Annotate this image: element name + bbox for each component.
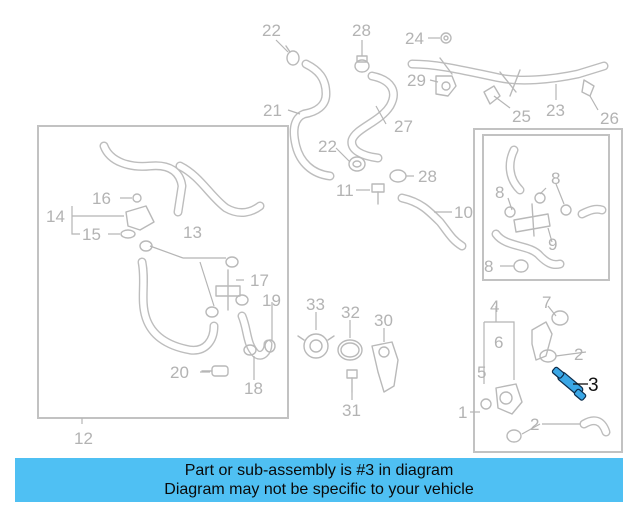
- inner-hose: [491, 145, 607, 269]
- hose-upper-left: [99, 141, 265, 217]
- clamp-8c: [513, 259, 529, 273]
- callout-26: 26: [600, 109, 619, 128]
- clamp-18: [243, 344, 257, 356]
- callout-31: 31: [342, 401, 361, 420]
- callout-28-mid: 28: [418, 167, 437, 186]
- clamp-2-lower: [506, 429, 522, 443]
- callout-29: 29: [407, 71, 426, 90]
- callout-15: 15: [82, 225, 101, 244]
- fitting-29: [435, 75, 457, 97]
- callout-21: 21: [263, 101, 282, 120]
- housing-30: [371, 341, 399, 393]
- callout-8-b: 8: [551, 169, 560, 188]
- callout-16: 16: [92, 189, 111, 208]
- bolt-11: [371, 183, 385, 205]
- callout-4: 4: [490, 297, 499, 316]
- callout-7: 7: [542, 293, 551, 312]
- callout-10: 10: [454, 203, 473, 222]
- hose-lower-left: [137, 257, 219, 355]
- callout-8-c: 8: [484, 257, 493, 276]
- callout-23: 23: [546, 101, 565, 120]
- clamp-22-mid: [348, 156, 366, 172]
- clamp-28-top: [354, 55, 370, 73]
- callout-25: 25: [512, 107, 531, 126]
- left-assembly-box: [37, 125, 289, 419]
- hose-19: [237, 311, 273, 360]
- callout-numbers: 22 28 24 29 25 23 26 21 27 22 11 28 10 1…: [46, 21, 619, 448]
- callout-22-mid: 22: [318, 137, 337, 156]
- callout-13: 13: [183, 223, 202, 242]
- callout-24: 24: [405, 29, 424, 48]
- clip-20: [201, 365, 229, 377]
- bolt-31: [346, 369, 358, 393]
- callout-14: 14: [46, 207, 65, 226]
- oring-32: [337, 339, 363, 361]
- callout-18: 18: [244, 379, 263, 398]
- callout-32: 32: [341, 303, 360, 322]
- tee-17: [205, 256, 249, 318]
- clamp-13a: [139, 240, 153, 252]
- elbow-7: [531, 310, 569, 361]
- clamp-28-mid: [389, 169, 407, 183]
- bracket-25: [483, 85, 501, 105]
- leader-lines: [71, 37, 599, 435]
- pipe-10: [397, 193, 467, 251]
- hose-21: [289, 59, 335, 181]
- banner-line-2: Diagram may not be specific to your vehi…: [164, 481, 474, 498]
- callout-1: 1: [458, 403, 467, 422]
- callout-9: 9: [548, 235, 557, 254]
- right-inner-box: [482, 134, 610, 281]
- callout-12: 12: [74, 429, 93, 448]
- callout-19: 19: [262, 291, 281, 310]
- hose-27: [347, 71, 398, 163]
- callout-27: 27: [394, 117, 413, 136]
- callout-28-top: 28: [352, 21, 371, 40]
- cap-24: [440, 32, 452, 44]
- clip-26: [581, 79, 595, 97]
- pipe-23: [407, 57, 609, 97]
- callout-3-highlight[interactable]: 3: [588, 375, 599, 396]
- callout-2-upper: 2: [574, 345, 583, 364]
- housing-1: [480, 383, 523, 415]
- callout-33: 33: [306, 295, 325, 314]
- clamp-2-upper: [539, 349, 557, 363]
- callout-30: 30: [374, 311, 393, 330]
- callout-20: 20: [170, 363, 189, 382]
- callout-5: 5: [477, 363, 486, 382]
- callout-8-a: 8: [495, 183, 504, 202]
- info-banner: Part or sub-assembly is #3 in diagram Di…: [15, 458, 623, 502]
- callout-11: 11: [336, 181, 354, 200]
- fitting-14-16: [120, 193, 155, 239]
- callout-2-lower: 2: [530, 415, 539, 434]
- hose-elbow-lower: [579, 416, 611, 437]
- callout-22-top: 22: [262, 21, 281, 40]
- clamp-22-top: [285, 45, 300, 66]
- flange-33: [297, 333, 335, 359]
- callout-17: 17: [250, 271, 269, 290]
- clamp-19: [264, 339, 276, 353]
- right-assembly-box: [473, 128, 623, 453]
- tee-9: [504, 192, 572, 237]
- callout-6: 6: [494, 333, 503, 352]
- part-3-highlight[interactable]: [551, 366, 588, 401]
- banner-line-1: Part or sub-assembly is #3 in diagram: [184, 462, 454, 479]
